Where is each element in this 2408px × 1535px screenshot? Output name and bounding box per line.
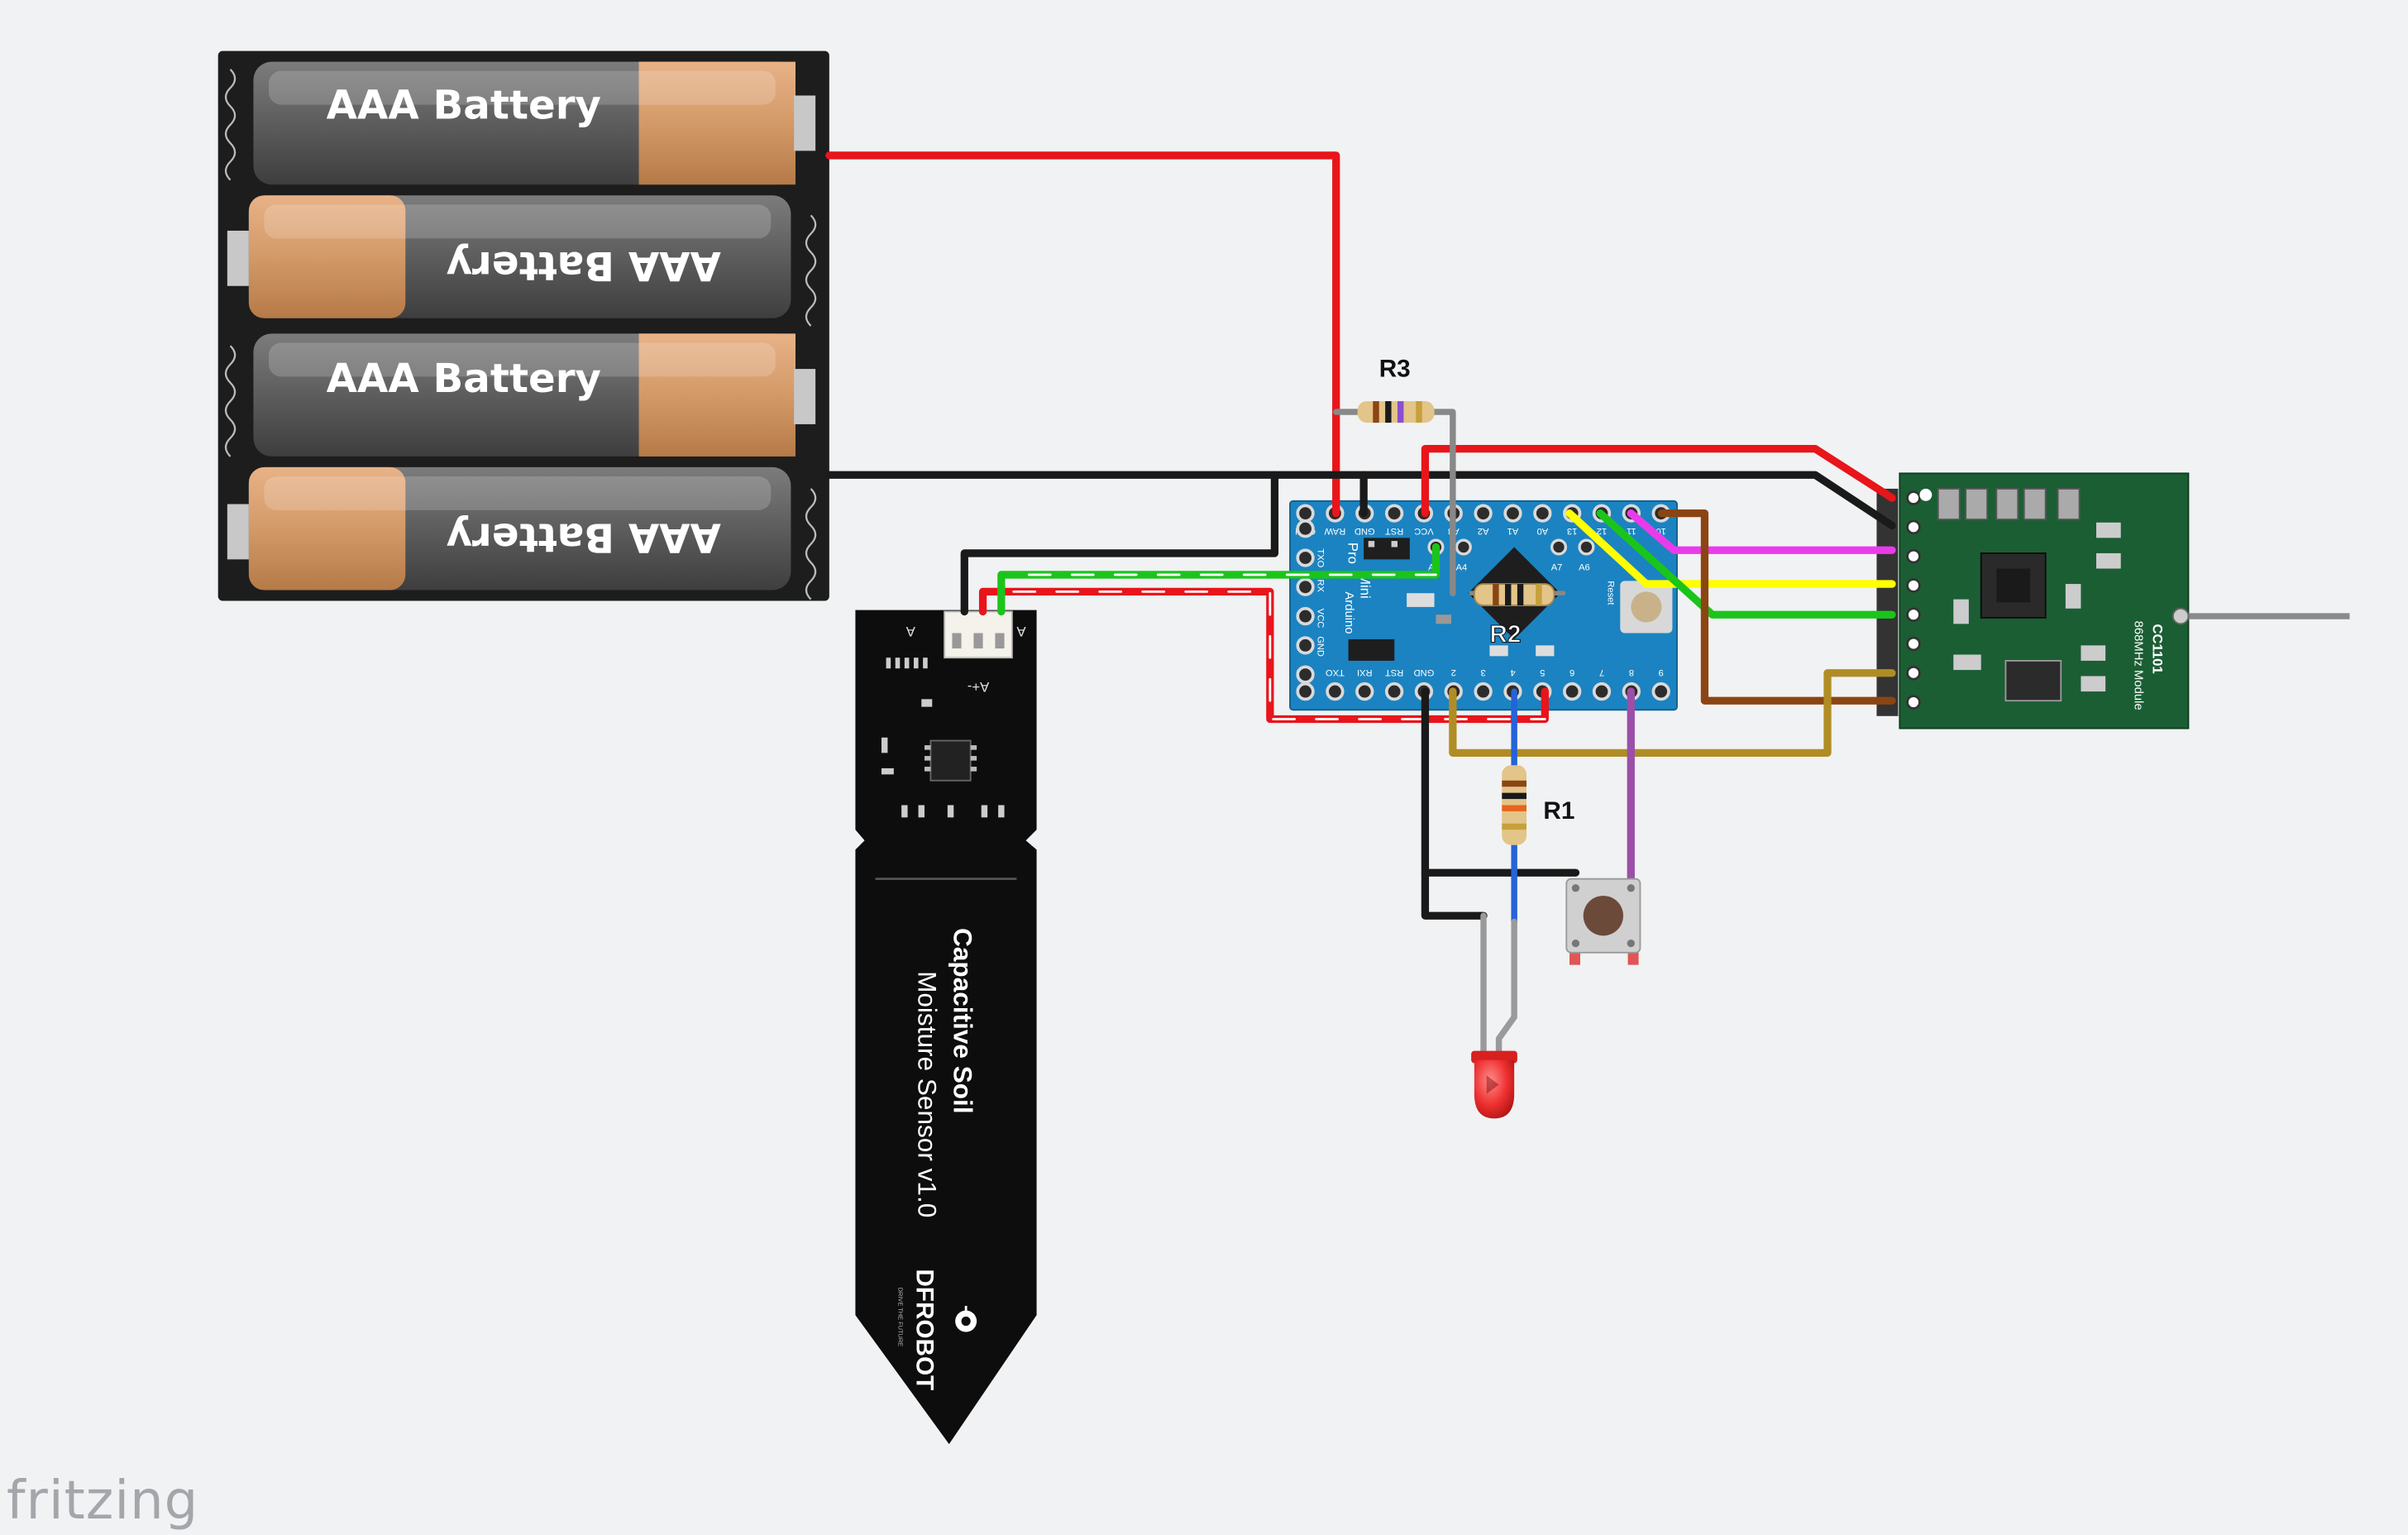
- resistor-r2-label: R2: [1489, 621, 1521, 648]
- wire-yellow[interactable]: [1565, 509, 1896, 588]
- battery-cell-1: AAA Battery: [253, 61, 816, 185]
- wires: [825, 151, 1896, 1060]
- resistor-r3[interactable]: R3: [1357, 355, 1435, 423]
- board-name-arduino: Arduino: [1342, 591, 1355, 634]
- header-pin-top-label: 13: [1567, 526, 1577, 536]
- battery-cell-label: AAA Battery: [447, 242, 721, 289]
- resistor-r3-label: R3: [1379, 355, 1411, 382]
- header-pin-bottom[interactable]: [1563, 681, 1582, 701]
- board-name-pro: Pro: [1345, 543, 1361, 564]
- header-pin-top[interactable]: [1503, 504, 1522, 523]
- header-pin-top-label: A1: [1507, 526, 1519, 536]
- header-pin-top-label: A2: [1478, 526, 1489, 536]
- side-pin-label: TXO: [1315, 548, 1325, 567]
- header-pin-bottom-label: 3: [1481, 667, 1486, 677]
- header-pin-top-label: RAW: [1324, 526, 1345, 536]
- header-pin-bottom[interactable]: [1384, 681, 1404, 701]
- header-pin-bottom[interactable]: [1326, 681, 1345, 701]
- sensor-title-line2: Moisture Sensor v1.0: [913, 971, 943, 1217]
- resistor-r1-label: R1: [1543, 797, 1574, 825]
- wire-r3-right[interactable]: [1431, 409, 1456, 596]
- sensor-ic: [929, 739, 972, 782]
- wire-battery-positive[interactable]: [825, 151, 1340, 518]
- wire-green-radio[interactable]: [1596, 509, 1896, 619]
- battery-cell-3: AAA Battery: [253, 333, 816, 457]
- battery-cell-label: AAA Battery: [327, 356, 601, 402]
- side-pin-label: VCC: [1315, 609, 1325, 629]
- sensor-marker: A: [905, 624, 915, 639]
- inner-pin-label: A4: [1456, 562, 1468, 572]
- radio-pin[interactable]: [1906, 695, 1921, 710]
- header-pin-bottom-label: 8: [1629, 667, 1634, 677]
- radio-pin[interactable]: [1906, 665, 1921, 681]
- wire-gnd-led[interactable]: [1421, 687, 1488, 920]
- sensor-connector-pins: A+-: [967, 679, 989, 695]
- battery-cell-label: AAA Battery: [447, 514, 721, 561]
- header-pin-bottom-label: 2: [1451, 667, 1456, 677]
- header-pin-bottom-label: 6: [1570, 667, 1574, 677]
- resistor-r2[interactable]: R2: [1473, 583, 1555, 648]
- cc1101-radio-module[interactable]: CC1101 868MHz Module: [1876, 472, 2350, 729]
- header-pin-bottom[interactable]: [1296, 681, 1315, 701]
- header-pin-bottom-label: RXI: [1357, 667, 1373, 677]
- header-pin-top-label: GND: [1354, 526, 1375, 536]
- radio-pin[interactable]: [1906, 490, 1921, 505]
- header-pin-top[interactable]: [1474, 504, 1493, 523]
- wire-gnd-to-sensor[interactable]: [960, 471, 1279, 616]
- wire-brown[interactable]: [1657, 509, 1896, 705]
- battery-cell-label: AAA Battery: [327, 82, 601, 128]
- radio-pin[interactable]: [1906, 548, 1921, 564]
- header-pin-top-label: RST: [1385, 526, 1403, 536]
- battery-cell-2: AAA Battery: [227, 195, 791, 318]
- battery-cell-4: AAA Battery: [227, 466, 791, 591]
- header-pin-top-label: A0: [1537, 526, 1549, 536]
- header-pin-bottom-label: TXO: [1326, 667, 1345, 677]
- header-pin-top-label: 11: [1627, 526, 1636, 536]
- sensor-marker-right: A: [1016, 624, 1026, 639]
- radio-pin[interactable]: [1906, 636, 1921, 652]
- radio-freq-label: 868MHz Module: [2131, 621, 2144, 710]
- wire-magenta[interactable]: [1627, 509, 1896, 554]
- header-pin-bottom[interactable]: [1474, 681, 1493, 701]
- header-pin-top[interactable]: [1533, 504, 1552, 523]
- resistor-r1[interactable]: R1: [1502, 765, 1574, 845]
- sensor-tagline: DRIVE THE FUTURE: [896, 1288, 904, 1347]
- battery-pack[interactable]: AAA Battery AAA Battery AAA Battery AAA …: [217, 50, 829, 601]
- header-pin-bottom-label: RST: [1385, 667, 1403, 677]
- red-led[interactable]: [1471, 1050, 1517, 1119]
- header-pin-bottom-label: 7: [1599, 667, 1604, 677]
- header-pin-top[interactable]: [1296, 504, 1315, 523]
- side-pin-label: GND: [1315, 636, 1325, 657]
- header-pin-bottom-label: 4: [1510, 667, 1515, 677]
- radio-pin[interactable]: [1906, 519, 1921, 535]
- inner-pin-label: A7: [1551, 562, 1563, 572]
- header-pin-bottom-label: GND: [1414, 667, 1435, 677]
- header-pin-bottom[interactable]: [1592, 681, 1612, 701]
- header-pin-bottom[interactable]: [1651, 681, 1670, 701]
- dfrobot-logo-icon: [955, 1305, 977, 1332]
- radio-chip-label: CC1101: [2150, 624, 2166, 673]
- header-pin-bottom-label: 5: [1540, 667, 1545, 677]
- fritzing-watermark: fritzing: [7, 1470, 199, 1532]
- header-pin-top[interactable]: [1384, 504, 1404, 523]
- header-pin-bottom-label: 9: [1659, 667, 1664, 677]
- sensor-title-line1: Capacitive Soil: [948, 928, 977, 1114]
- header-pin-bottom[interactable]: [1355, 681, 1374, 701]
- board-name-mini: Mini: [1357, 573, 1373, 599]
- side-pin-label: RX: [1315, 580, 1325, 593]
- push-button[interactable]: [1565, 877, 1641, 965]
- header-pin-top-label: VCC: [1414, 526, 1434, 536]
- wire-vcc-to-radio[interactable]: [1421, 445, 1896, 518]
- soil-moisture-sensor[interactable]: A A A+- Capacitive Soil Moisture Sensor …: [855, 610, 1037, 1445]
- header-pin-top-label: 12: [1597, 526, 1607, 536]
- sensor-brand: DFROBOT: [911, 1269, 939, 1390]
- wire-battery-negative[interactable]: [825, 471, 1896, 530]
- inner-pin-label: A6: [1579, 562, 1590, 572]
- reset-label: Reset: [1605, 581, 1615, 605]
- wire-olive[interactable]: [1449, 669, 1896, 757]
- radio-pin[interactable]: [1906, 607, 1921, 623]
- radio-pin[interactable]: [1906, 578, 1921, 593]
